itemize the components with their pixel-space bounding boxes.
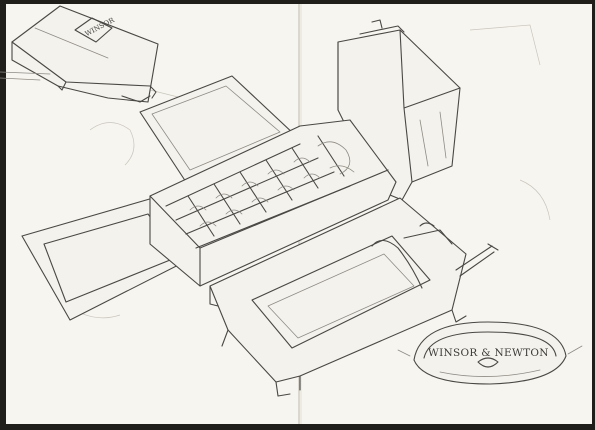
paint-pans xyxy=(165,135,355,249)
closed-tin-sketch: WINSOR xyxy=(0,5,159,103)
winsor-newton-logo: WINSOR & NEWTON xyxy=(397,321,583,385)
paint-box-sketch xyxy=(21,75,499,397)
logo-text: WINSOR & NEWTON xyxy=(428,347,549,359)
